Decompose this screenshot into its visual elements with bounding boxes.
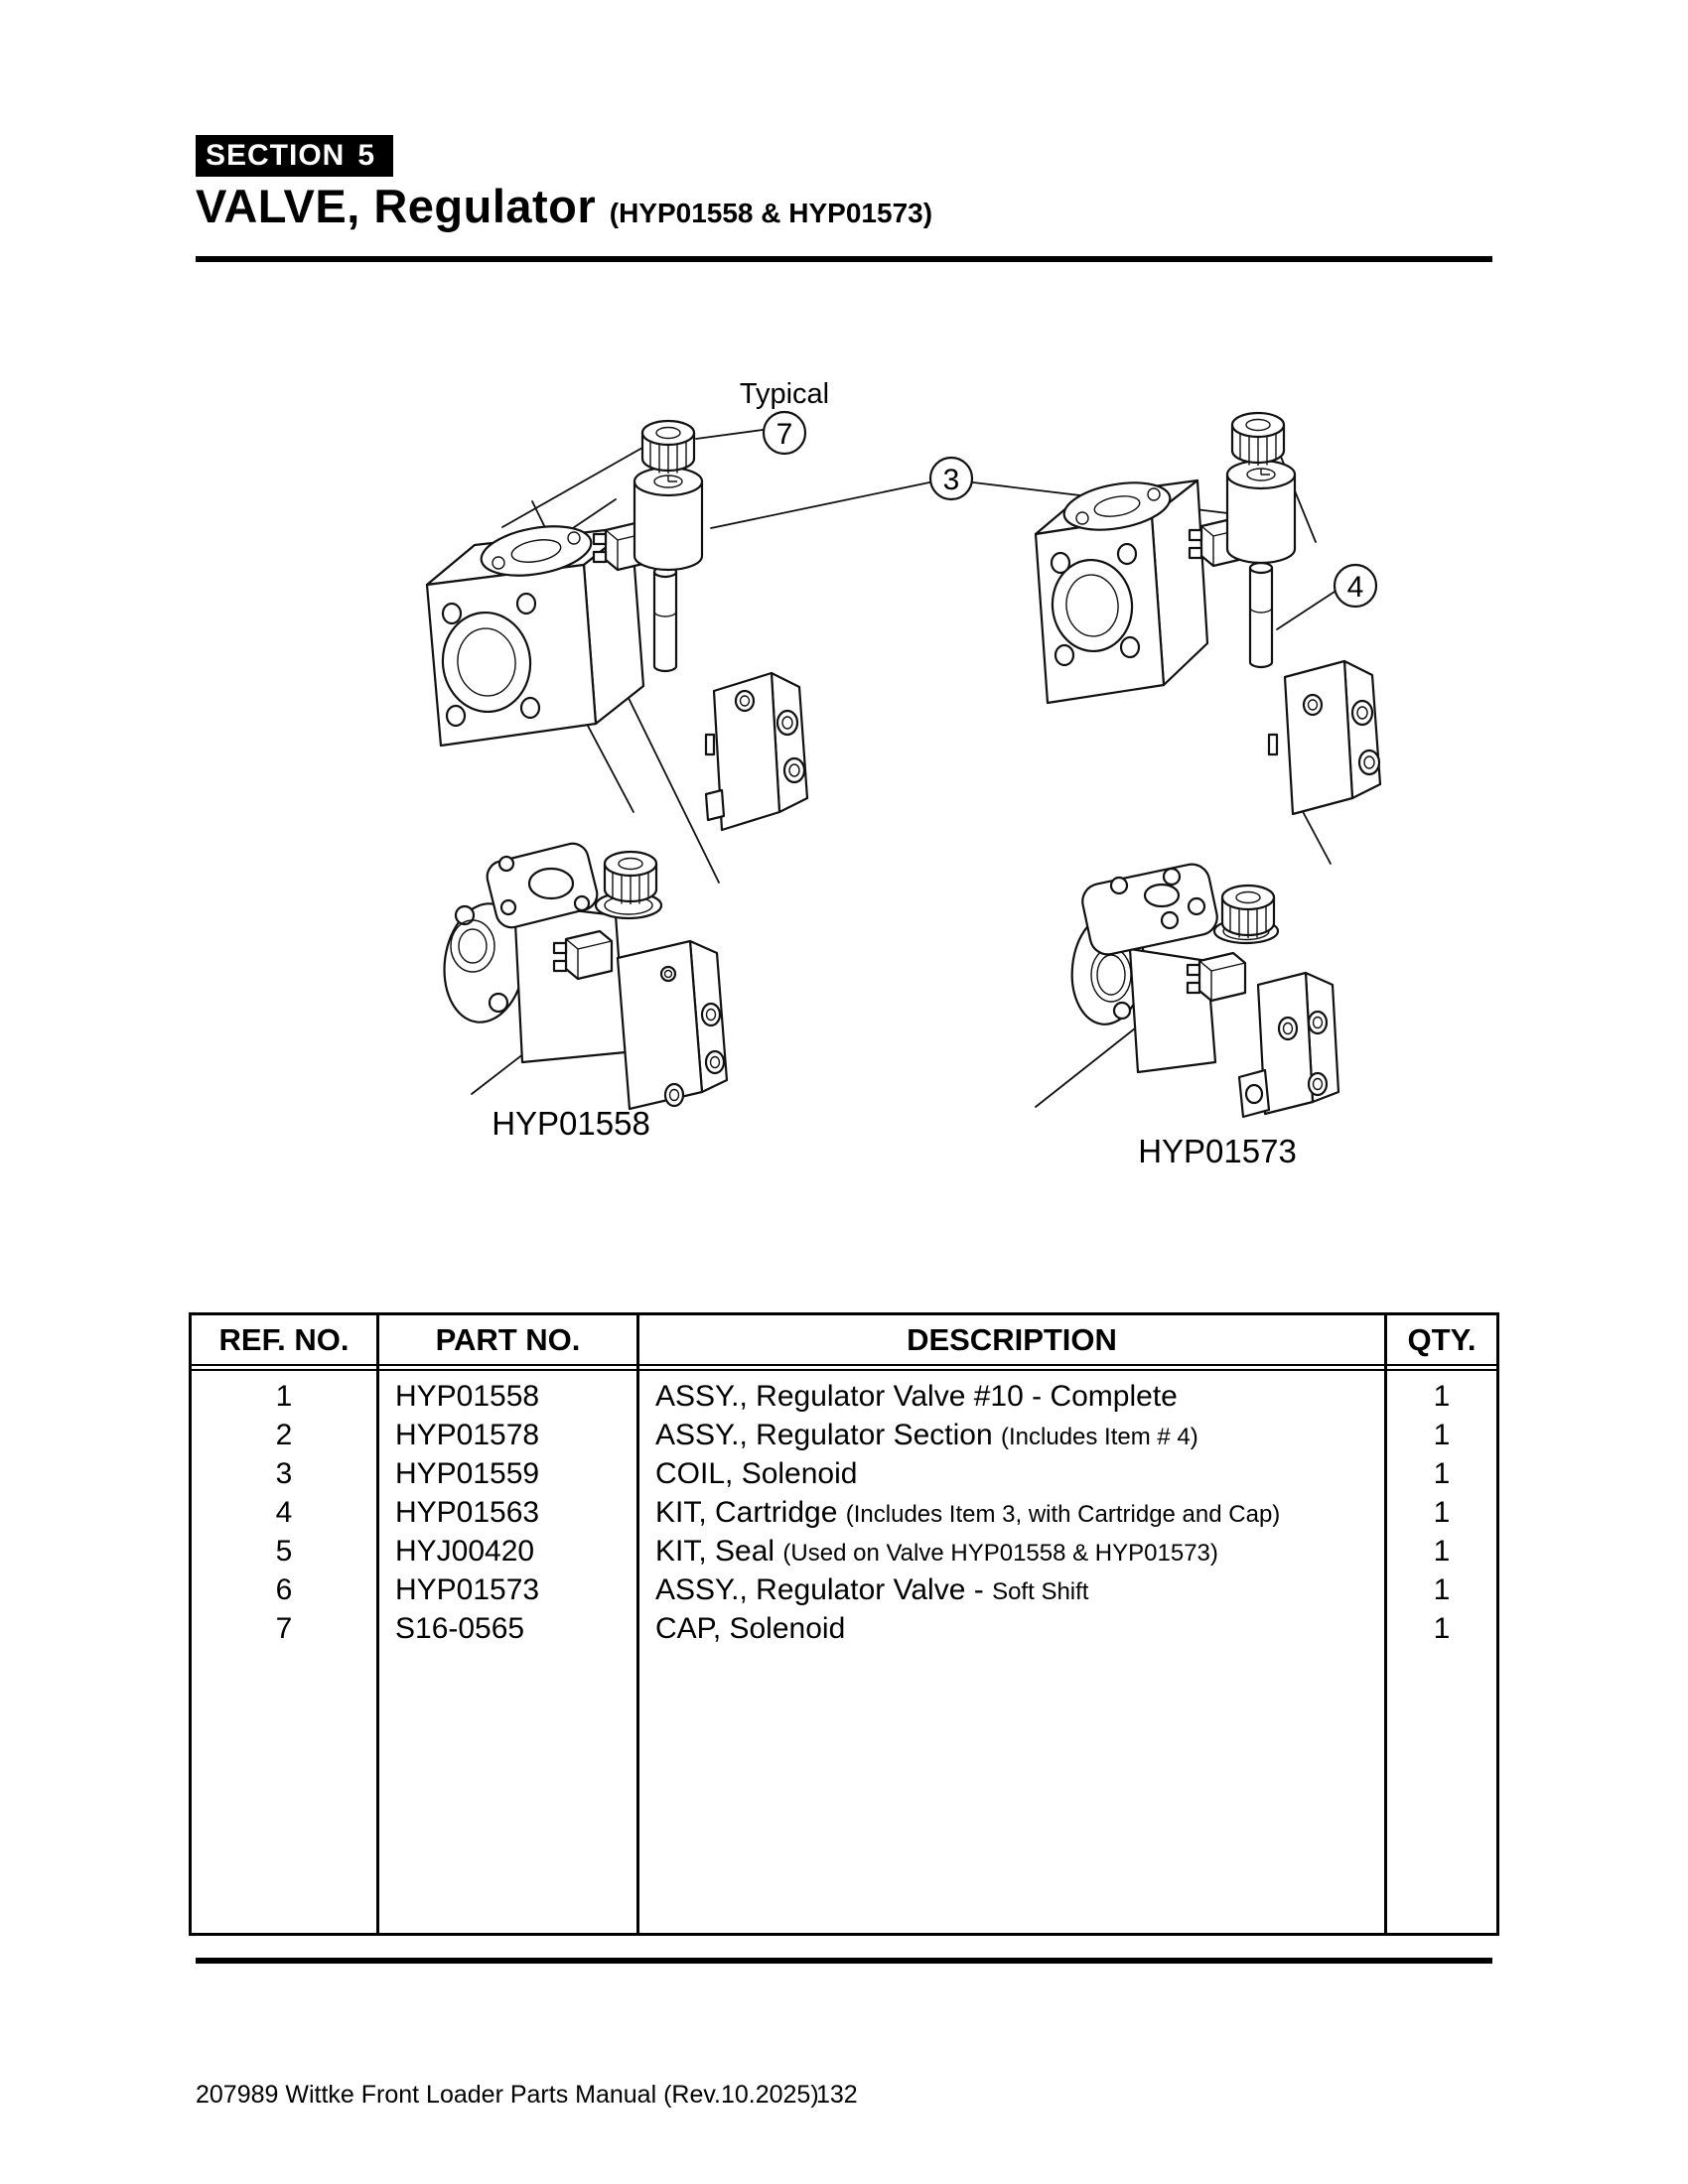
description-cell: ASSY., Regulator Valve #10 - Complete — [655, 1380, 1178, 1413]
header-ref-no: REF. NO. — [192, 1315, 376, 1371]
qty-cell: 1 — [1433, 1496, 1451, 1529]
description-cell: COIL, Solenoid — [655, 1457, 858, 1490]
description-cell: KIT, Seal (Used on Valve HYP01558 & HYP0… — [655, 1535, 1218, 1568]
header-qty: QTY. — [1387, 1315, 1496, 1371]
valve-body-right — [1034, 478, 1209, 705]
qty-cell: 1 — [1433, 1380, 1451, 1413]
part-cell: HYP01573 — [395, 1573, 540, 1606]
page-title: VALVE, Regulator (HYP01558 & HYP01573) — [196, 179, 932, 233]
ref-cell: 3 — [275, 1457, 293, 1490]
section-badge: SECTION 5 — [196, 135, 393, 177]
assembly-hyp01573 — [1070, 863, 1340, 1119]
part-cell: HYP01558 — [395, 1380, 540, 1413]
part-cell: S16-0565 — [395, 1612, 525, 1645]
callout-7: 7 — [762, 410, 807, 456]
part-cell: HYJ00420 — [395, 1535, 535, 1568]
description-cell: KIT, Cartridge (Includes Item 3, with Ca… — [655, 1496, 1281, 1529]
svg-text:7: 7 — [776, 418, 793, 451]
column-ref-no: REF. NO. 1 2 3 4 5 6 7 — [192, 1315, 379, 1933]
solenoid-coil-right — [1225, 459, 1297, 565]
header-part-no: PART NO. — [379, 1315, 636, 1371]
ref-cell: 6 — [275, 1573, 293, 1606]
part-cell: HYP01563 — [395, 1496, 540, 1529]
top-rule — [196, 256, 1492, 262]
section-label: SECTION — [206, 139, 346, 172]
ref-cell: 7 — [275, 1612, 293, 1645]
description-cell: ASSY., Regulator Section (Includes Item … — [655, 1419, 1198, 1451]
qty-cell: 1 — [1433, 1419, 1451, 1451]
part-cell: HYP01578 — [395, 1419, 540, 1451]
column-part-no: PART NO. HYP01558 HYP01578 HYP01559 HYP0… — [379, 1315, 639, 1933]
hyp01558-label: HYP01558 — [492, 1105, 650, 1142]
solenoid-cap-left — [640, 419, 696, 476]
solenoid-cap-right — [1230, 411, 1286, 468]
solenoid-coil-left — [633, 466, 704, 572]
header-description: DESCRIPTION — [639, 1315, 1384, 1371]
typical-label: Typical — [740, 378, 829, 410]
hyp01573-label: HYP01573 — [1138, 1133, 1297, 1169]
cartridge-stem-left — [652, 565, 678, 673]
parts-table: REF. NO. 1 2 3 4 5 6 7 PART NO. HYP01558… — [189, 1312, 1499, 1936]
column-qty: QTY. 1 1 1 1 1 1 1 — [1387, 1315, 1496, 1933]
title-text: VALVE, Regulator — [196, 180, 597, 232]
description-cell: ASSY., Regulator Valve - Soft Shift — [655, 1573, 1089, 1606]
title-models: (HYP01558 & HYP01573) — [609, 198, 933, 228]
qty-cell: 1 — [1433, 1573, 1451, 1606]
ref-cell: 5 — [275, 1535, 293, 1568]
qty-cell: 1 — [1433, 1612, 1451, 1645]
footer-page-number: 132 — [816, 2081, 858, 2109]
column-description: DESCRIPTION ASSY., Regulator Valve #10 -… — [639, 1315, 1387, 1933]
bottom-rule — [196, 1958, 1492, 1964]
part-cell: HYP01559 — [395, 1457, 540, 1490]
cartridge-stem-right — [1248, 561, 1274, 669]
manifold-block-right — [1267, 659, 1382, 816]
section-number: 5 — [357, 139, 375, 172]
valve-body-left — [425, 525, 645, 748]
manifold-block-left — [704, 671, 809, 832]
assembly-hyp01558 — [443, 842, 729, 1111]
callout-3: 3 — [928, 456, 974, 501]
ref-cell: 1 — [275, 1380, 293, 1413]
footer-manual-title: 207989 Wittke Front Loader Parts Manual … — [196, 2081, 819, 2109]
ref-cell: 2 — [275, 1419, 293, 1451]
qty-cell: 1 — [1433, 1457, 1451, 1490]
svg-text:3: 3 — [943, 464, 960, 496]
svg-text:4: 4 — [1347, 571, 1364, 604]
callout-4: 4 — [1333, 563, 1378, 609]
description-cell: CAP, Solenoid — [655, 1612, 846, 1645]
footer: 207989 Wittke Front Loader Parts Manual … — [196, 2081, 1486, 2110]
qty-cell: 1 — [1433, 1535, 1451, 1568]
ref-cell: 4 — [275, 1496, 293, 1529]
exploded-parts-diagram: Typical 7 3 4 HYP01558 HYP01573 — [425, 378, 1382, 1169]
